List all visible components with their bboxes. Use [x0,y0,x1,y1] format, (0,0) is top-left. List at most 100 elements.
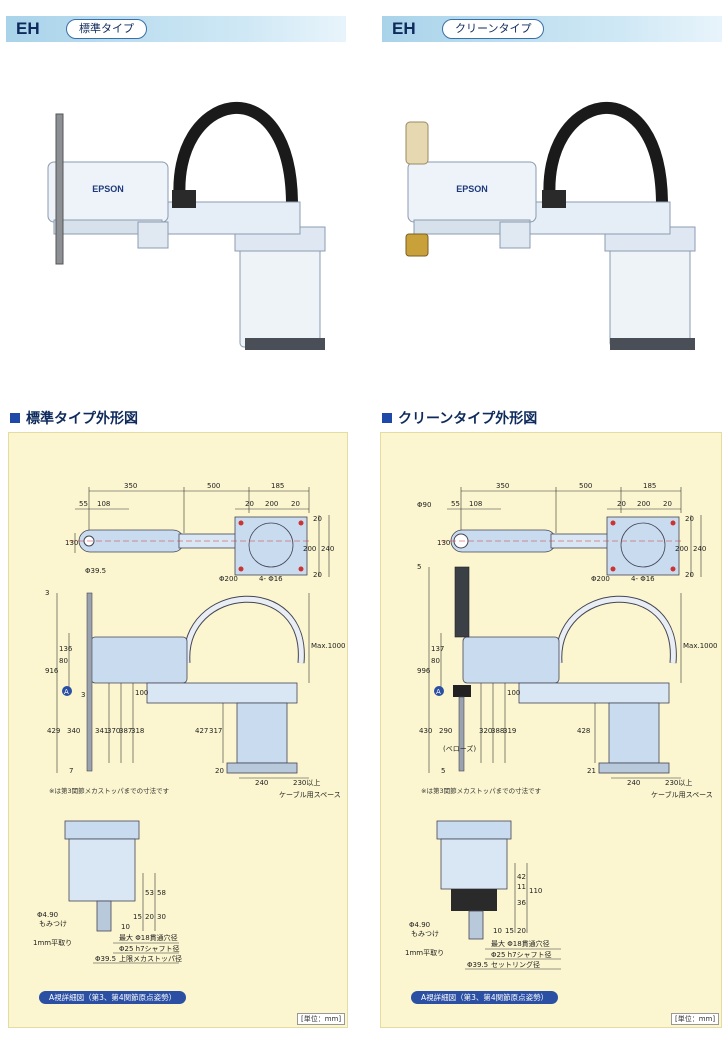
dim-max1000: Max.1000 [311,642,346,650]
dim-80: 80 [431,657,440,665]
detail-chamfer: 1mm平取り [33,939,72,947]
dim-137: 137 [431,645,444,653]
dim-108: 108 [469,500,482,508]
dim-500: 500 [579,482,592,490]
detail-bore: 最大 Φ18貫通穴径 [491,939,550,948]
dim-20a: 20 [245,500,254,508]
detail-dim-15: 15 [133,913,142,921]
detail-phi4-9: Φ4.90 [37,911,58,919]
dim-200: 200 [637,500,650,508]
dim-290: 290 [439,727,452,735]
view-marker: A [64,688,69,696]
dim-20: 20 [215,767,224,775]
detail-caption: A視詳細図（第3、第4関節原点姿勢） [411,991,559,1004]
bullet-icon [10,413,20,423]
dimension-drawing-standard: 350 500 185 55 108 20 200 20 20 130 200 … [33,482,346,964]
brand-logo: EPSON [456,184,488,194]
dim-317: 317 [209,727,222,735]
dim-200v: 200 [303,545,316,553]
dim-916: 916 [45,667,59,675]
dim-phi200: Φ200 [591,575,610,583]
type-badge: クリーンタイプ [442,19,545,39]
dim-185: 185 [271,482,284,490]
detail-dim-30: 30 [157,913,166,921]
dim-370: 370 [107,727,120,735]
dim-240: 240 [693,545,706,553]
dim-3: 3 [45,589,49,597]
dim-240: 240 [321,545,334,553]
detail-stopper-label: 上限メカストッパ径 [119,954,182,963]
view-marker: A [436,688,441,696]
detail-ring: Φ39.5 [467,961,488,969]
dim-5: 5 [417,563,421,571]
detail-dim-10: 10 [493,927,502,935]
dim-427: 427 [195,727,208,735]
dim-230: 230以上 [665,778,692,787]
dim-350: 350 [124,482,137,490]
bullet-icon [382,413,392,423]
dim-341: 341 [95,727,108,735]
model-name: EH [16,19,40,38]
footnote: ※は第3関節メカストッパまでの寸法です [421,787,542,795]
detail-dim-20: 20 [145,913,154,921]
section-title-standard: 標準タイプ外形図 [10,408,138,428]
dim-100: 100 [135,689,148,697]
detail-dim-10: 10 [121,923,130,931]
drawing-panel-standard: 350 500 185 55 108 20 200 20 20 130 200 … [8,432,348,1028]
detail-dim-58: 58 [157,889,166,897]
dim-20c: 20 [313,515,322,523]
detail-dim-53: 53 [145,889,154,897]
detail-momi: もみつけ [411,930,439,938]
dim-240: 240 [255,779,268,787]
detail-stopper: Φ39.5 [95,955,116,963]
dim-340: 340 [67,727,80,735]
dim-3b: 3 [81,691,85,699]
detail-bore: 最大 Φ18貫通穴径 [119,933,178,942]
detail-phi4-9: Φ4.90 [409,921,430,929]
brand-logo: EPSON [92,184,124,194]
dim-20e: 20 [685,571,694,579]
dim-20e: 20 [313,571,322,579]
section-title-clean: クリーンタイプ外形図 [382,408,537,428]
dim-388: 388 [491,727,504,735]
dim-320: 320 [479,727,492,735]
dim-55: 55 [79,500,88,508]
footnote: ※は第3関節メカストッパまでの寸法です [49,787,170,795]
dim-185: 185 [643,482,656,490]
detail-momi: もみつけ [39,920,67,928]
drawing-panel-clean: Φ90 350 500 185 55 108 20 200 20 20 130 … [380,432,722,1028]
detail-dim-15: 15 [505,927,514,935]
dim-430: 430 [419,727,432,735]
type-badge: 標準タイプ [66,19,147,39]
detail-shaft: Φ25 h7シャフト径 [119,944,180,953]
dim-130: 130 [65,539,78,547]
detail-dim-20: 20 [517,927,526,935]
dim-5c: 5 [441,767,445,775]
dim-500: 500 [207,482,220,490]
cable-space-label: ケーブル用スペース [279,790,341,799]
dim-5b: 5 [453,691,457,699]
dim-20c: 20 [685,515,694,523]
dim-387: 387 [119,727,132,735]
dim-55: 55 [451,500,460,508]
dim-200: 200 [265,500,278,508]
dim-20b: 20 [663,500,672,508]
detail-dim-42: 42 [517,873,526,881]
dim-7: 7 [69,767,73,775]
dim-319: 319 [503,727,516,735]
bellows-label: (ベローズ) [443,744,476,753]
dim-350: 350 [496,482,509,490]
robot-photo-standard: EPSON [47,102,326,350]
unit-label: [単位：mm] [297,1013,346,1025]
dim-100: 100 [507,689,520,697]
detail-dim-110: 110 [529,887,542,895]
dim-80: 80 [59,657,68,665]
robot-photo-clean: EPSON [405,102,696,350]
dimension-drawing-clean: Φ90 350 500 185 55 108 20 200 20 20 130 … [405,482,718,970]
detail-caption: A視詳細図（第3、第4関節原点姿勢） [39,991,187,1004]
dim-429: 429 [47,727,60,735]
dim-230: 230以上 [293,778,320,787]
dim-phi90: Φ90 [417,501,431,509]
dim-21: 21 [587,767,596,775]
detail-dim-11: 11 [517,883,526,891]
